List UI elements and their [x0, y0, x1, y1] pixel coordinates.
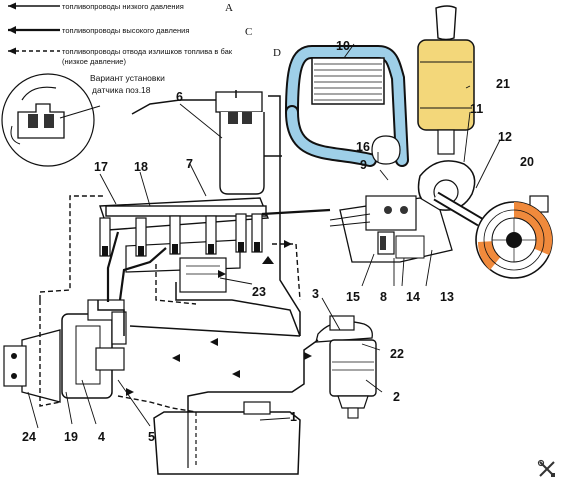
legend-letter-a: A — [225, 2, 233, 14]
callout-9: 9 — [360, 158, 367, 172]
turbocharger — [371, 135, 483, 227]
callout-8: 8 — [380, 290, 387, 304]
variant-label-line2: датчика поз.18 — [92, 85, 151, 95]
callout-3: 3 — [312, 287, 319, 301]
injectors — [99, 213, 263, 257]
callouts: 1 2 3 4 5 6 7 8 9 10 11 12 13 14 15 16 1… — [22, 39, 534, 444]
fan-pulley — [475, 195, 553, 279]
legend: топливопроводы низкого давления A топлив… — [8, 2, 281, 66]
callout-4: 4 — [98, 430, 105, 444]
high-pressure-pump — [3, 299, 127, 403]
callout-14: 14 — [406, 290, 420, 304]
legend-high-pressure-label: топливопроводы высокого давления — [62, 26, 189, 35]
callout-5: 5 — [148, 430, 155, 444]
callout-13: 13 — [440, 290, 454, 304]
callout-22: 22 — [390, 347, 404, 361]
callout-11: 11 — [470, 102, 483, 116]
legend-return-label: топливопроводы отвода излишков топлива в… — [62, 47, 233, 56]
callout-12: 12 — [498, 130, 512, 144]
callout-leaders — [27, 43, 501, 429]
callout-16: 16 — [356, 140, 370, 154]
sensor-variant-inset: Вариант установки датчика поз.18 — [1, 72, 165, 167]
callout-1: 1 — [290, 410, 297, 424]
legend-low-pressure-label: топливопроводы низкого давления — [62, 2, 184, 11]
callout-19: 19 — [64, 430, 78, 444]
air-filter — [417, 5, 475, 155]
intercooler-hose — [285, 45, 409, 167]
variant-label-line1: Вариант установки — [90, 73, 165, 83]
callout-7: 7 — [186, 157, 193, 171]
coarse-fuel-filter — [315, 315, 377, 419]
intercooler — [311, 57, 385, 105]
low-pressure-lines — [97, 90, 319, 412]
callout-15: 15 — [346, 290, 360, 304]
legend-item-return: топливопроводы отвода излишков топлива в… — [8, 47, 281, 66]
high-pressure-lines — [106, 208, 331, 302]
callout-10: 10 — [336, 39, 350, 53]
wrench-screwdriver-icon — [537, 459, 555, 477]
legend-letter-c: C — [245, 26, 252, 38]
legend-return-note: (низкое давление) — [62, 57, 126, 66]
callout-20: 20 — [520, 155, 534, 169]
callout-6: 6 — [176, 90, 183, 104]
legend-item-low-pressure: топливопроводы низкого давления A — [8, 2, 233, 14]
fine-fuel-filter — [215, 91, 265, 195]
callout-21: 21 — [496, 77, 510, 91]
return-lines — [39, 195, 301, 413]
callout-2: 2 — [393, 390, 400, 404]
legend-item-high-pressure: топливопроводы высокого давления C — [8, 26, 252, 38]
engine-block — [329, 195, 453, 263]
callout-17: 17 — [94, 160, 108, 174]
fuel-rail — [105, 205, 267, 217]
callout-23: 23 — [252, 285, 266, 299]
legend-letter-d: D — [273, 47, 281, 59]
callout-24: 24 — [22, 430, 36, 444]
fuel-tank — [153, 401, 301, 475]
callout-18: 18 — [134, 160, 148, 174]
